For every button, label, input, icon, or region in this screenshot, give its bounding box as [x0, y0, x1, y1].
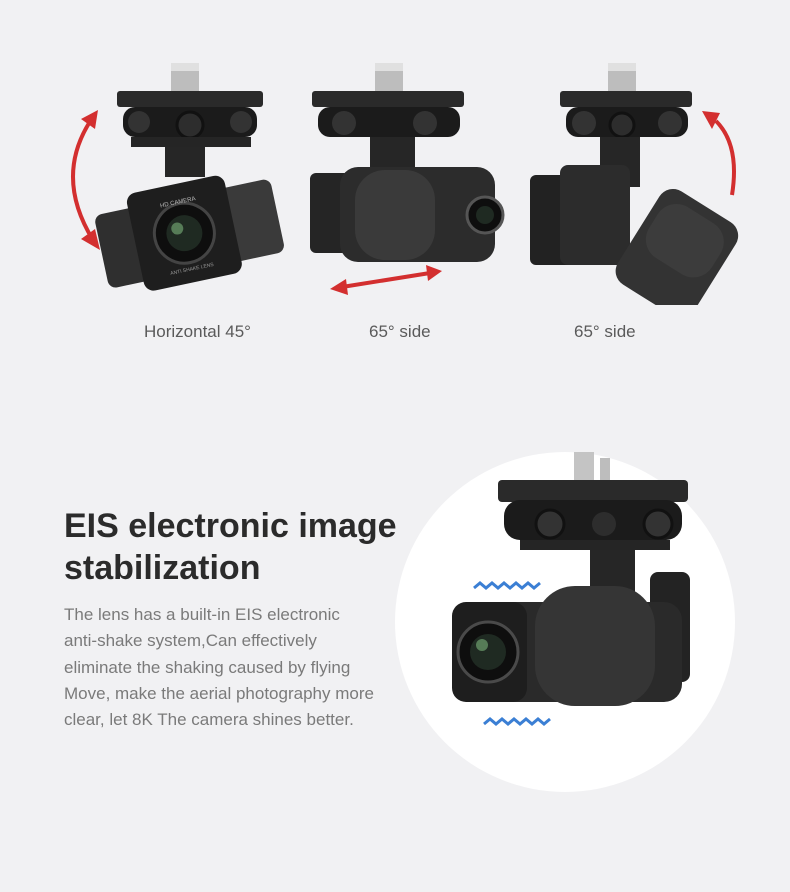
feature-title-line1: EIS electronic image	[64, 507, 397, 545]
gimbal-image-side-b	[530, 63, 739, 305]
rotation-arrow-icon	[71, 110, 100, 250]
feature-description-line: The lens has a built-in EIS electronic	[64, 605, 340, 624]
feature-description-line: Move, make the aerial photography more	[64, 683, 374, 703]
feature-description-line: eliminate the shaking caused by flying	[64, 657, 351, 677]
caption-side-a: 65° side	[369, 322, 431, 341]
caption-side-b: 65° side	[574, 322, 636, 341]
feature-title-line2: stabilization	[64, 549, 261, 587]
caption-horizontal: Horizontal 45°	[144, 322, 251, 341]
feature-description: The lens has a built-in EIS electronic a…	[64, 602, 404, 733]
feature-description-line: anti-shake system,Can effectively	[64, 631, 317, 651]
vibration-wave-icon	[473, 581, 551, 726]
gimbal-image-side-a	[310, 63, 505, 295]
feature-description-line: clear, let 8K The camera shines better.	[64, 710, 354, 730]
gimbal-image-horizontal: HD CAMERA ANTI SHAKE LENS	[71, 63, 284, 291]
feature-title: EIS electronic image stabilization	[64, 505, 404, 589]
horizontal-arrow-icon	[330, 265, 442, 295]
rotation-arrow-icon	[702, 111, 736, 196]
gimbal-image-eis	[452, 452, 690, 726]
